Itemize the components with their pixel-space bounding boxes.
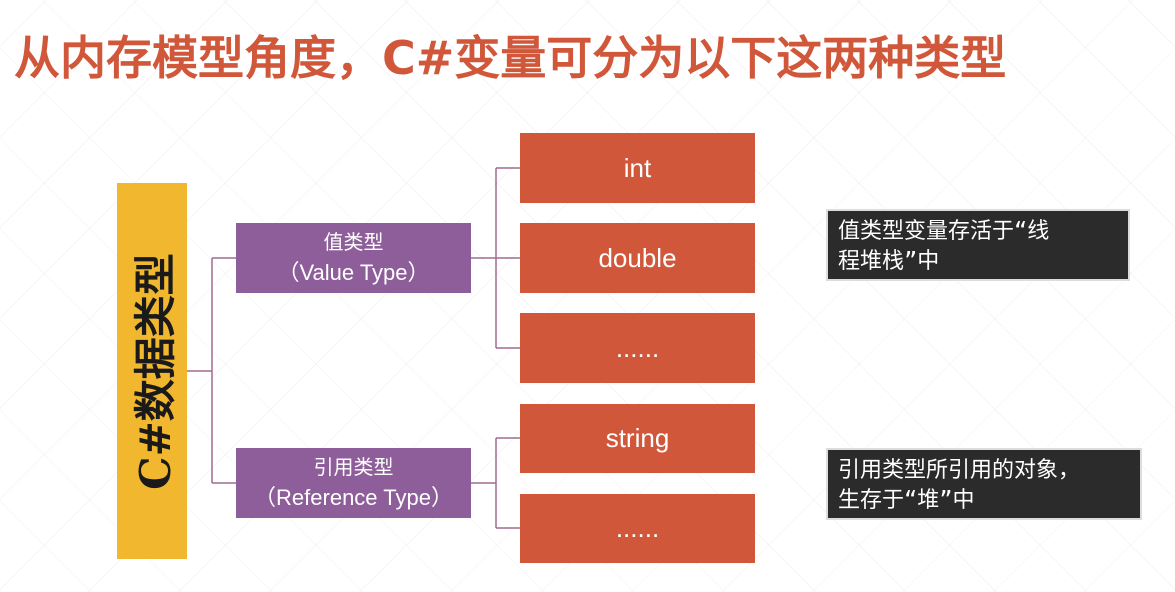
connector-reference-branch [471, 437, 520, 529]
reference-type-note-line: 引用类型所引用的对象， [838, 458, 1081, 483]
root-node-csharp-data-types: C#数据类型 [117, 183, 187, 559]
leaf-reference-ellipsis: ...... [520, 494, 755, 563]
reference-type-note-line: 生存于“堆”中 [838, 488, 975, 513]
leaf-double: double [520, 223, 755, 293]
connector-root-branch [187, 257, 236, 484]
leaf-int: int [520, 133, 755, 203]
value-type-label-cn: 值类型 [323, 229, 384, 254]
value-type-label-en: （Value Type） [277, 259, 430, 285]
leaf-string: string [520, 404, 755, 473]
reference-type-node: 引用类型 （Reference Type） [236, 448, 471, 518]
leaf-value-ellipsis: ...... [520, 313, 755, 383]
root-node-label: C#数据类型 [130, 252, 180, 490]
reference-type-label-en: （Reference Type） [254, 484, 453, 510]
page-title: 从内存模型角度，C#变量可分为以下这两种类型 [14, 31, 1007, 85]
value-type-note-line: 程堆栈”中 [838, 249, 940, 274]
connector-value-branch [471, 167, 520, 349]
value-type-node: 值类型 （Value Type） [236, 223, 471, 293]
value-type-note-line: 值类型变量存活于“线 [838, 219, 1050, 244]
reference-type-label-cn: 引用类型 [313, 454, 394, 479]
value-type-note: 值类型变量存活于“线 程堆栈”中 [826, 209, 1130, 281]
reference-type-note: 引用类型所引用的对象， 生存于“堆”中 [826, 448, 1142, 520]
